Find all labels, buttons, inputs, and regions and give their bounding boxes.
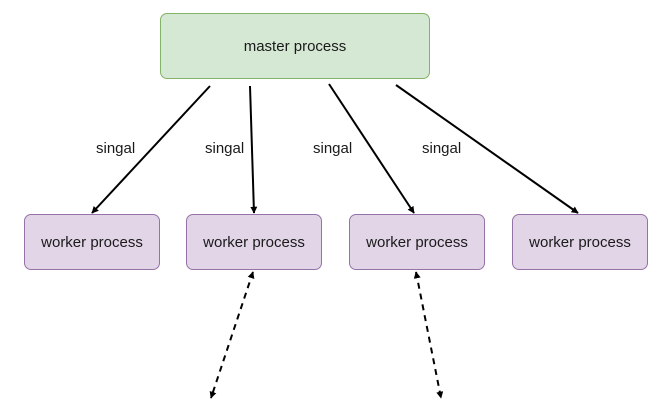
signal-label-4: singal bbox=[422, 140, 462, 158]
worker-process-node-3: worker process bbox=[349, 214, 485, 270]
worker-process-node-4: worker process bbox=[512, 214, 648, 270]
signal-label-1: singal bbox=[96, 140, 136, 158]
signal-arrow-3 bbox=[328, 83, 415, 214]
signal-label-3: singal bbox=[313, 140, 353, 158]
worker-process-label: worker process bbox=[529, 233, 631, 251]
worker-process-label: worker process bbox=[203, 233, 305, 251]
signal-arrow-2 bbox=[249, 85, 258, 214]
worker-process-node-1: worker process bbox=[24, 214, 160, 270]
worker-process-label: worker process bbox=[366, 233, 468, 251]
master-process-node: master process bbox=[160, 13, 430, 79]
master-process-label: master process bbox=[243, 37, 347, 55]
worker-process-label: worker process bbox=[41, 233, 143, 251]
worker-process-node-2: worker process bbox=[186, 214, 322, 270]
dashed-arrow-1 bbox=[209, 271, 255, 399]
signal-arrow-1 bbox=[91, 85, 211, 214]
signal-label-2: singal bbox=[205, 140, 245, 158]
signal-arrow-4 bbox=[395, 84, 579, 214]
dashed-arrow-2 bbox=[413, 271, 444, 399]
